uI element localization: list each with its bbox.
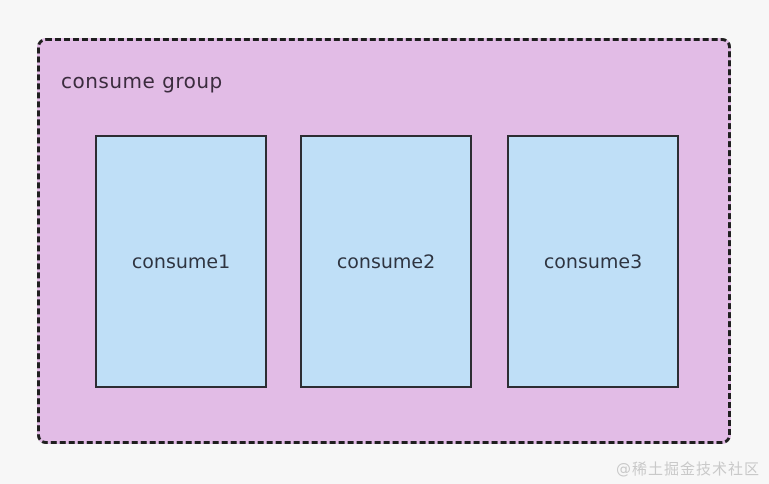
consume-group-container: consume group consume1 consume2 consume3 xyxy=(37,38,731,444)
watermark-text: @稀土掘金技术社区 xyxy=(615,460,760,478)
consumer-box-2: consume2 xyxy=(300,135,472,388)
consumer-box-1: consume1 xyxy=(95,135,267,388)
consumer-box-3: consume3 xyxy=(507,135,679,388)
consumer-2-label: consume2 xyxy=(336,250,436,273)
consumer-3-label: consume3 xyxy=(543,250,643,273)
consume-group-label: consume group xyxy=(61,69,223,93)
consumer-1-label: consume1 xyxy=(131,250,231,273)
